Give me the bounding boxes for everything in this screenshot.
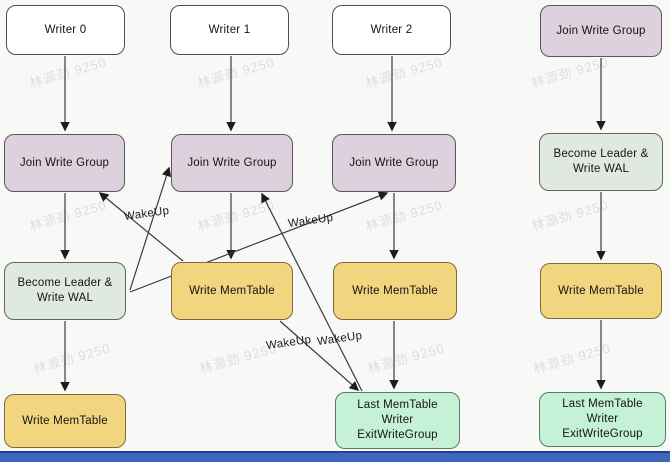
node-become-leader-write-wal-3: Become Leader & Write WAL xyxy=(539,133,663,191)
node-write-memtable-0: Write MemTable xyxy=(4,394,126,448)
edge-memtable1-exit2-wakeup xyxy=(279,320,360,391)
node-write-memtable-3: Write MemTable xyxy=(540,263,662,319)
node-last-memtable-writer-exitwritegroup-2: Last MemTable Writer ExitWriteGroup xyxy=(335,392,460,449)
node-write-memtable-1: Write MemTable xyxy=(171,262,293,320)
edge-leader0-join1-wakeup xyxy=(129,166,172,291)
node-writer-1: Writer 1 xyxy=(170,5,289,55)
node-join-write-group-1: Join Write Group xyxy=(171,134,293,192)
node-writer-0: Writer 0 xyxy=(6,5,125,55)
node-join-write-group-0: Join Write Group xyxy=(4,134,125,192)
node-write-memtable-2: Write MemTable xyxy=(333,262,457,320)
node-join-write-group-2: Join Write Group xyxy=(332,134,456,192)
node-writer-2: Writer 2 xyxy=(332,5,451,55)
node-last-memtable-writer-exitwritegroup-3: Last MemTable Writer ExitWriteGroup xyxy=(539,392,666,447)
window-bottom-bar xyxy=(0,451,670,462)
node-become-leader-write-wal-0: Become Leader & Write WAL xyxy=(4,262,126,320)
edge-memtable1-join0 xyxy=(98,192,184,262)
node-join-write-group-3: Join Write Group xyxy=(540,5,662,57)
edge-exit2-join1-wakeup xyxy=(261,192,363,392)
